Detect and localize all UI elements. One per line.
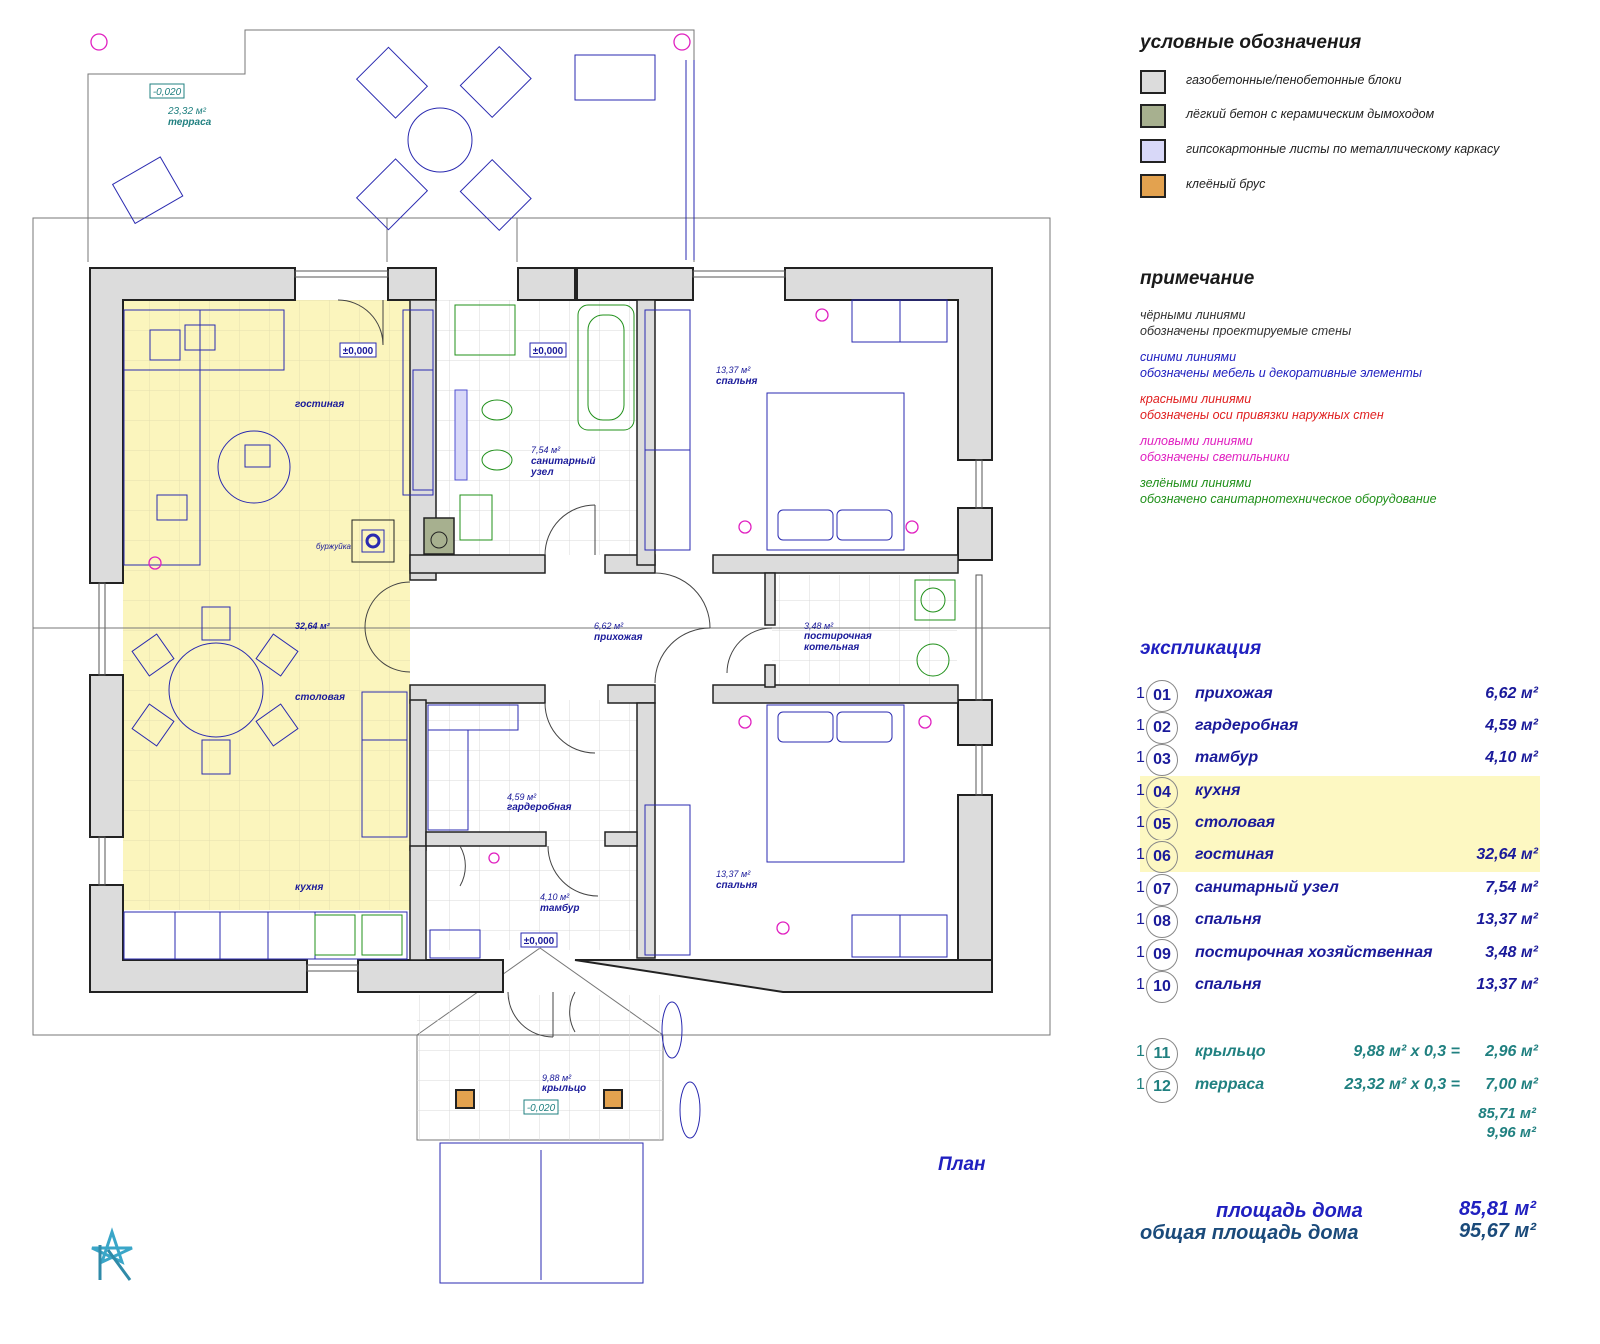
boiler-name-1: постирочная xyxy=(804,631,872,642)
stove-label: буржуйка xyxy=(316,542,352,551)
legend-label-1: газобетонные/пенобетонные блоки xyxy=(1186,73,1402,87)
porch-floor xyxy=(417,995,663,1140)
terrace-area: 23,32 м² xyxy=(167,106,207,117)
explication-title: экспликация xyxy=(1140,638,1262,659)
company-logo xyxy=(91,1227,133,1281)
level-porch: -0,020 xyxy=(527,1103,556,1114)
plan-title: План xyxy=(938,1154,986,1175)
bedroom1-name: спальня xyxy=(716,376,758,387)
furniture xyxy=(111,45,948,1284)
wardrobe-area: 4,59 м² xyxy=(507,792,537,802)
hall-area: 6,62 м² xyxy=(594,621,624,631)
level-vestibule: ±0,000 xyxy=(524,936,555,947)
legend-label-3: гипсокартонные листы по металлическому к… xyxy=(1186,142,1500,156)
floor-plan: -0,020 ±0,000 ±0,000 ±0,000 -0,020 23,32… xyxy=(32,29,1051,1284)
house-area-label: площадь дома xyxy=(1216,1200,1363,1222)
notes-title: примечание xyxy=(1140,268,1255,289)
porch-name: крыльцо xyxy=(542,1083,586,1094)
washing-drum xyxy=(430,531,448,549)
boiler-floor xyxy=(772,575,957,685)
legend-title: условные обозначения xyxy=(1140,32,1362,53)
sanitary-equipment xyxy=(314,304,956,956)
doors xyxy=(337,299,773,1038)
legend-label-4: клеёный брус xyxy=(1186,177,1266,191)
living-name: гостиная xyxy=(295,399,344,410)
washing-machine xyxy=(423,517,455,555)
bath-name-2: узел xyxy=(530,467,554,478)
legend-label-2: лёгкий бетон с керамическим дымоходом xyxy=(1186,107,1435,121)
windows xyxy=(98,270,983,972)
legend-swatch-1 xyxy=(1140,70,1166,94)
bath-name-1: санитарный xyxy=(531,456,596,467)
living-dining-kitchen-floor xyxy=(123,300,410,910)
vestibule-floor xyxy=(427,700,637,950)
level-terrace: -0,020 xyxy=(153,87,182,98)
glulam-post-right xyxy=(603,1089,623,1109)
vestibule-area: 4,10 м² xyxy=(540,892,570,902)
total-area-value: 95,67 м² xyxy=(1458,1220,1536,1242)
legend-swatch-3 xyxy=(1140,139,1166,163)
hall-name: прихожая xyxy=(594,632,643,643)
bedroom1-area: 13,37 м² xyxy=(716,365,751,375)
level-living: ±0,000 xyxy=(343,346,374,357)
level-bath: ±0,000 xyxy=(533,346,564,357)
bath-area: 7,54 м² xyxy=(531,445,561,455)
bedroom2-name: спальня xyxy=(716,880,758,891)
total-area-label: общая площадь дома xyxy=(1140,1222,1359,1244)
porch-area: 9,88 м² xyxy=(542,1073,572,1083)
boiler-name-2: котельная xyxy=(804,642,859,653)
inner-walls xyxy=(409,299,959,961)
vestibule-name: тамбур xyxy=(540,902,579,914)
kitchen-name: кухня xyxy=(295,882,323,893)
legend-swatch-4 xyxy=(1140,174,1166,198)
light-fixtures xyxy=(90,33,932,935)
legend-swatch-2 xyxy=(1140,104,1166,128)
drywall-partition xyxy=(454,389,468,481)
boiler-area: 3,48 м² xyxy=(804,621,834,631)
bedroom2-area: 13,37 м² xyxy=(716,869,751,879)
level-markers xyxy=(149,83,567,1115)
wardrobe-name: гардеробная xyxy=(507,801,572,813)
glulam-post-left xyxy=(455,1089,475,1109)
house-area-value: 85,81 м² xyxy=(1458,1198,1536,1220)
subtotal-1: 85,71 м² xyxy=(1478,1105,1536,1122)
terrace-name: терраса xyxy=(168,117,212,128)
dining-name: столовая xyxy=(295,692,345,703)
subtotal-2: 9,96 м² xyxy=(1486,1124,1536,1141)
living-area: 32,64 м² xyxy=(295,621,331,631)
info-panel: условные обозначения газобетонные/пенобе… xyxy=(1136,0,1580,1344)
